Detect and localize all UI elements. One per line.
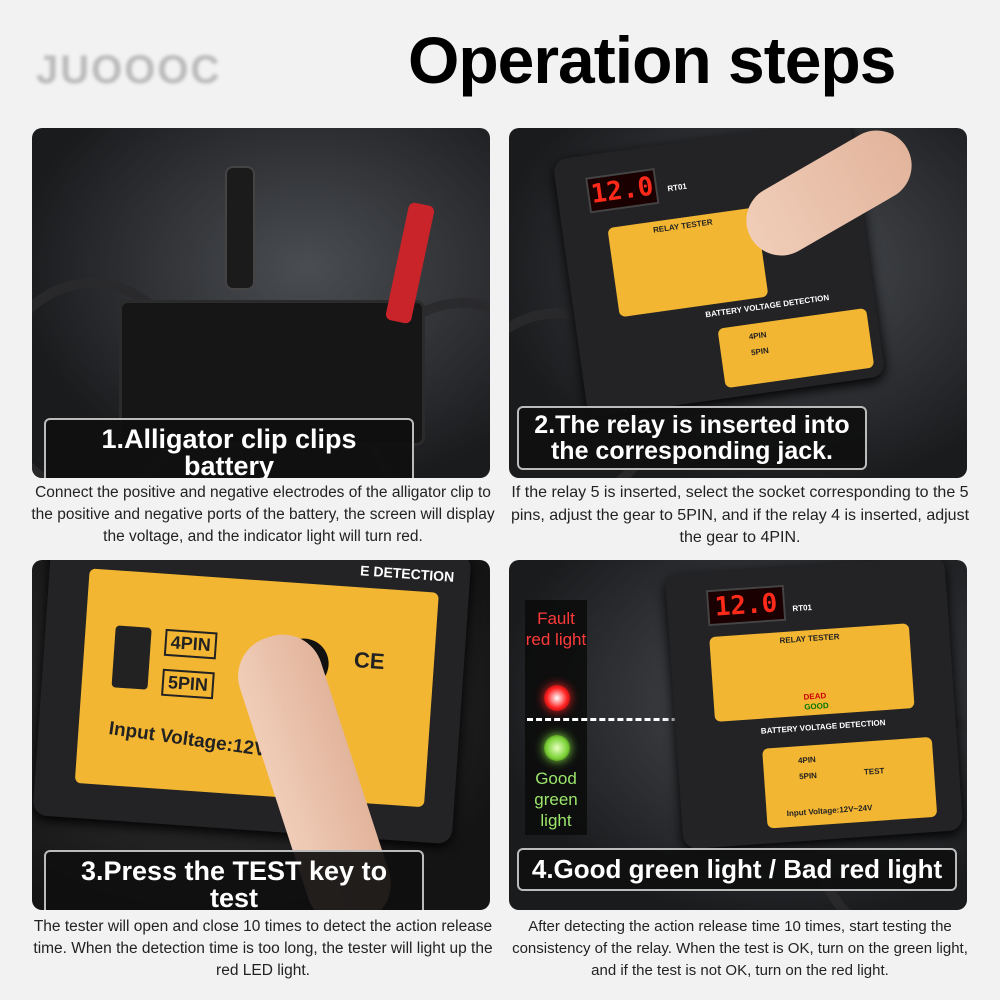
test-label: TEST (863, 766, 885, 777)
4pin-label: 4PIN (748, 330, 768, 342)
step-3-image: E DETECTION 4PIN 5PIN TEST CE Input Volt… (32, 560, 490, 910)
control-panel: 4PIN 5PIN (717, 307, 875, 389)
input-voltage-label: Input Voltage:12V~24V (786, 803, 873, 819)
model-label: RT01 (666, 181, 688, 194)
step-3-title: 3.Press the TEST key to test (44, 850, 424, 910)
fault-red-light-label: Fault red light (525, 609, 587, 649)
step-2-title: 2.The relay is inserted into the corresp… (517, 406, 867, 470)
5pin-label: 5PIN (750, 345, 770, 358)
battery-detection-label: BATTERY VOLTAGE DETECTION (760, 718, 886, 736)
5pin-label: 5PIN (798, 770, 818, 782)
step-1-description: Connect the positive and negative electr… (31, 484, 495, 545)
brand-logo: JUOOOC (36, 48, 222, 92)
relay-tester-label: RELAY TESTER (652, 217, 714, 235)
good-green-light-label: Good green light (534, 769, 578, 830)
step-3-description: The tester will open and close 10 times … (33, 918, 493, 979)
step-2-description: If the relay 5 is inserted, select the s… (510, 484, 970, 546)
good-label: GOOD (803, 700, 830, 712)
detection-label: E DETECTION (359, 562, 455, 585)
divider-dashed-line (527, 718, 759, 721)
relay-tester-device: 12.0 RT01 RELAY TESTER DEAD GOOD BATTERY… (664, 560, 964, 850)
black-alligator-clip (227, 168, 253, 288)
green-led-icon (544, 735, 570, 761)
relay-socket-panel: RELAY TESTER (607, 207, 769, 318)
4pin-label: 4PIN (797, 755, 817, 766)
step-4-description: After detecting the action release time … (512, 918, 968, 979)
step-2-image: 12.0 RT01 RELAY TESTER BATTERY VOLTAGE D… (509, 128, 967, 478)
relay-socket-panel: RELAY TESTER DEAD GOOD (709, 623, 915, 722)
indicator-legend: Fault red light Good green light (525, 600, 587, 835)
step-1-image: 1.Alligator clip clips battery (32, 128, 490, 478)
4pin-label: 4PIN (163, 628, 218, 660)
page-title: Operation steps (408, 23, 896, 97)
voltage-display: 12.0 (705, 584, 787, 627)
5pin-label: 5PIN (161, 668, 215, 700)
dead-label: DEAD (803, 691, 827, 702)
control-panel: 4PIN 5PIN TEST Input Voltage:12V~24V (762, 736, 938, 829)
step-4-title: 4.Good green light / Bad red light (517, 848, 957, 891)
red-led-icon (544, 685, 570, 711)
ce-mark: CE (353, 647, 386, 675)
voltage-display: 12.0 (585, 168, 660, 214)
pin-selector-switch[interactable] (111, 625, 152, 690)
model-label: RT01 (792, 602, 813, 614)
step-4-image: Fault red light Good green light 12.0 RT… (509, 560, 967, 910)
relay-tester-label: RELAY TESTER (779, 632, 840, 646)
step-1-title: 1.Alligator clip clips battery (44, 418, 414, 478)
